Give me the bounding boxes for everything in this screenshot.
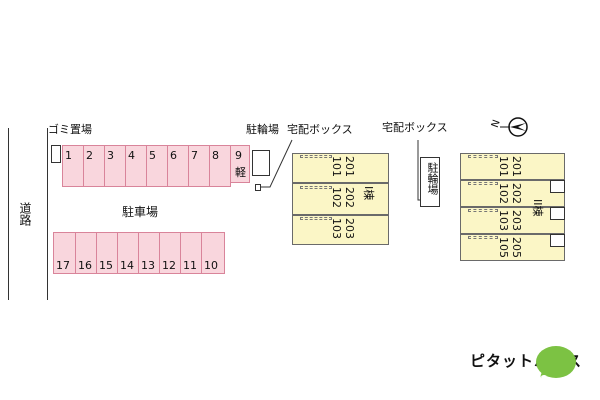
parking-space: 6 — [167, 145, 189, 187]
building-1-label: I棟 — [362, 186, 375, 201]
garbage-area-box — [51, 145, 61, 163]
unit-label: 202 — [343, 187, 356, 208]
parking-label: 駐車場 — [122, 205, 159, 219]
unit-label: 101 — [497, 156, 510, 177]
delivery-box-1-label: 宅配ボックス — [287, 123, 353, 136]
balcony-outline — [468, 182, 498, 185]
garbage-area-label: ゴミ置場 — [48, 123, 92, 136]
parking-space: 4 — [125, 145, 147, 187]
building-1-unit-block — [292, 153, 389, 183]
balcony-outline — [468, 155, 498, 158]
balcony-outline — [468, 236, 498, 239]
site-boundary-line — [47, 128, 48, 300]
parking-space: 14 — [117, 232, 139, 274]
building-2-label: II棟 — [531, 199, 544, 217]
compass-icon — [500, 117, 528, 137]
building-1-unit-block — [292, 215, 389, 245]
unit-label: 205 — [510, 237, 523, 258]
parking-space-kei: 9 軽 — [230, 145, 250, 183]
balcony-outline — [300, 186, 332, 189]
unit-label: 103 — [330, 218, 343, 239]
bike-parking-2-box: 駐輪場 — [420, 157, 440, 207]
delivery-box-2-label: 宅配ボックス — [382, 121, 448, 134]
unit-label: 102 — [497, 183, 510, 204]
parking-space: 1 — [62, 145, 84, 187]
parking-space: 15 — [96, 232, 118, 274]
road-label: 道路 — [18, 202, 32, 226]
building-2-side-notch — [550, 180, 565, 193]
unit-label: 103 — [497, 210, 510, 231]
parking-space: 7 — [188, 145, 210, 187]
parking-space: 2 — [83, 145, 105, 187]
bike-parking-2-label: 駐輪場 — [426, 162, 439, 195]
unit-label: 203 — [343, 218, 356, 239]
unit-label: 202 — [510, 183, 523, 204]
building-2-side-notch — [550, 207, 565, 220]
parking-space-number: 9 — [235, 149, 242, 162]
kei-label: 軽 — [235, 166, 246, 179]
parking-space: 13 — [138, 232, 160, 274]
parking-space: 3 — [104, 145, 126, 187]
bike-parking-1-box — [252, 150, 270, 176]
unit-label: 102 — [330, 187, 343, 208]
parking-space: 16 — [75, 232, 97, 274]
unit-label: 101 — [330, 156, 343, 177]
balcony-outline — [468, 209, 498, 212]
balcony-outline — [300, 155, 332, 158]
delivery-box-1 — [255, 184, 261, 191]
parking-space: 11 — [180, 232, 202, 274]
bike-parking-1-label: 駐輪場 — [246, 123, 279, 136]
parking-space: 5 — [146, 145, 168, 187]
parking-space: 8 — [209, 145, 231, 187]
building-2-side-notch — [550, 234, 565, 247]
unit-label: 105 — [497, 237, 510, 258]
brand-logo-mark-icon — [536, 346, 576, 379]
parking-space: 12 — [159, 232, 181, 274]
unit-label: 201 — [510, 156, 523, 177]
balcony-outline — [300, 217, 332, 220]
road-boundary-line — [8, 128, 9, 300]
parking-space: 10 — [201, 232, 225, 274]
parking-space: 17 — [53, 232, 76, 274]
unit-label: 201 — [343, 156, 356, 177]
unit-label: 203 — [510, 210, 523, 231]
